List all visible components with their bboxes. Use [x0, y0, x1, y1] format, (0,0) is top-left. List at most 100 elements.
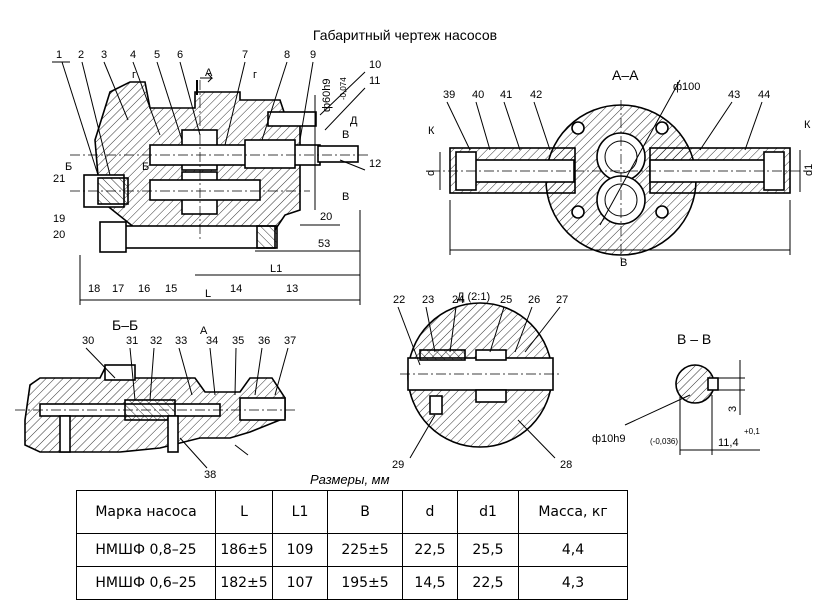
dim-phi10: ф10h9	[592, 433, 626, 445]
table-cell: 182±5	[215, 566, 273, 600]
dim-L1: L1	[270, 263, 282, 275]
part-number: 1	[56, 49, 62, 61]
part-number: 37	[284, 335, 296, 347]
part-number: 24	[452, 294, 464, 306]
cut-mark-a-top	[196, 73, 214, 95]
table-cell: 225±5	[327, 533, 403, 567]
part-number: 14	[230, 283, 242, 295]
part-number: 6	[177, 49, 183, 61]
table-cell: 4,4	[518, 533, 628, 567]
table-cell: 25,5	[457, 533, 519, 567]
part-number: 15	[165, 283, 177, 295]
dim-11-4: 11,4	[718, 437, 739, 449]
table-cell: НМШФ 0,6–25	[76, 566, 216, 600]
part-number: 42	[530, 89, 542, 101]
part-number: 35	[232, 335, 244, 347]
part-number: 30	[82, 335, 94, 347]
part-number: 40	[472, 89, 484, 101]
table-cell: 107	[272, 566, 328, 600]
part-number: 34	[206, 335, 218, 347]
part-number: 32	[150, 335, 162, 347]
part-number: 19	[53, 213, 65, 225]
table-header-cell: Масса, кг	[518, 490, 628, 534]
part-number: 41	[500, 89, 512, 101]
table-row: НМШФ 0,6–25 182±5 107 195±5 14,5 22,5 4,…	[76, 566, 628, 600]
part-number: 29	[392, 459, 404, 471]
part-labels-bb: 30 31 32 33 34 35 36 37 38	[82, 335, 296, 481]
part-number: 28	[560, 459, 572, 471]
table-cell: 195±5	[327, 566, 403, 600]
part-number: 8	[284, 49, 290, 61]
dim-11-4-tol: +0,1	[744, 427, 760, 436]
part-number: 44	[758, 89, 770, 101]
part-number: 17	[112, 283, 124, 295]
table-header-cell: d	[402, 490, 458, 534]
table-header-row: Марка насоса L L1 B d d1 Масса, кг	[76, 490, 628, 534]
section-bb-label: Б–Б	[112, 317, 138, 333]
table-cell: 4,3	[518, 566, 628, 600]
cut-letter-v-bottom: В	[342, 191, 349, 203]
part-number: 2	[78, 49, 84, 61]
part-number: 33	[175, 335, 187, 347]
dim-B: B	[620, 257, 627, 269]
part-labels-d: 22 23 24 25 26 27 28 29	[392, 294, 572, 471]
drawing-title: Габаритный чертеж насосов	[313, 27, 497, 43]
cut-letter-b-right: Б	[142, 161, 149, 173]
part-number: 3	[101, 49, 107, 61]
table-cell: 22,5	[402, 533, 458, 567]
cut-letter-b-left: Б	[65, 161, 72, 173]
section-vv-label: В – В	[677, 331, 711, 347]
dimension-lines-main	[79, 95, 361, 305]
cut-letter-k-left: К	[428, 125, 435, 137]
leader-lines-main	[52, 61, 366, 176]
table-cell: 14,5	[402, 566, 458, 600]
detail-d-view	[400, 302, 560, 448]
part-number: 5	[154, 49, 160, 61]
dim-shaft-dia: ф60h9	[321, 78, 333, 112]
cut-letter-d: Д	[350, 115, 358, 127]
section-aa-view	[430, 79, 810, 260]
cut-letter-v-top: В	[342, 129, 349, 141]
section-bb-view	[15, 364, 295, 456]
part-number: 7	[242, 49, 248, 61]
dim-3: 3	[727, 406, 739, 412]
dim-d1: d1	[803, 164, 815, 176]
part-number: 12	[369, 158, 381, 170]
part-number: 38	[204, 469, 216, 481]
part-number: 10	[369, 59, 381, 71]
table-header-cell: L1	[272, 490, 328, 534]
dim-53: 53	[318, 238, 330, 250]
section-aa-label: А–А	[612, 67, 639, 83]
cut-letter-g-left: г	[132, 69, 136, 81]
sizes-table: Марка насоса L L1 B d d1 Масса, кг НМШФ …	[76, 490, 628, 600]
part-number: 23	[422, 294, 434, 306]
cut-letter-a-top: А	[205, 67, 213, 79]
section-vv-view	[624, 360, 760, 455]
table-header-cell: d1	[457, 490, 519, 534]
part-number: 4	[130, 49, 136, 61]
part-number: 27	[556, 294, 568, 306]
detail-d-label: Д (2:1)	[457, 291, 490, 303]
part-number: 20	[53, 229, 65, 241]
part-number: 31	[126, 335, 138, 347]
part-labels-main: 1 2 3 4 5 6 7 8 9 10 11 12 13 14 15 16 1…	[53, 49, 381, 295]
table-header-cell: B	[327, 490, 403, 534]
part-labels-aa: 39 40 41 42 43 44	[443, 89, 770, 151]
part-number: 16	[138, 283, 150, 295]
dim-d: d	[425, 170, 437, 176]
dim-20: 20	[320, 211, 332, 223]
part-number: 39	[443, 89, 455, 101]
part-number: 9	[310, 49, 316, 61]
table-header-cell: L	[215, 490, 273, 534]
table-cell: 22,5	[457, 566, 519, 600]
part-number: 11	[369, 75, 380, 87]
cut-letter-k-right: К	[804, 119, 811, 131]
table-row: НМШФ 0,8–25 186±5 109 225±5 22,5 25,5 4,…	[76, 533, 628, 567]
cut-letter-g-right: г	[253, 69, 257, 81]
part-number: 21	[53, 173, 65, 185]
table-cell: 186±5	[215, 533, 273, 567]
table-header-cell: Марка насоса	[76, 490, 216, 534]
part-number: 25	[500, 294, 512, 306]
part-number: 26	[528, 294, 540, 306]
